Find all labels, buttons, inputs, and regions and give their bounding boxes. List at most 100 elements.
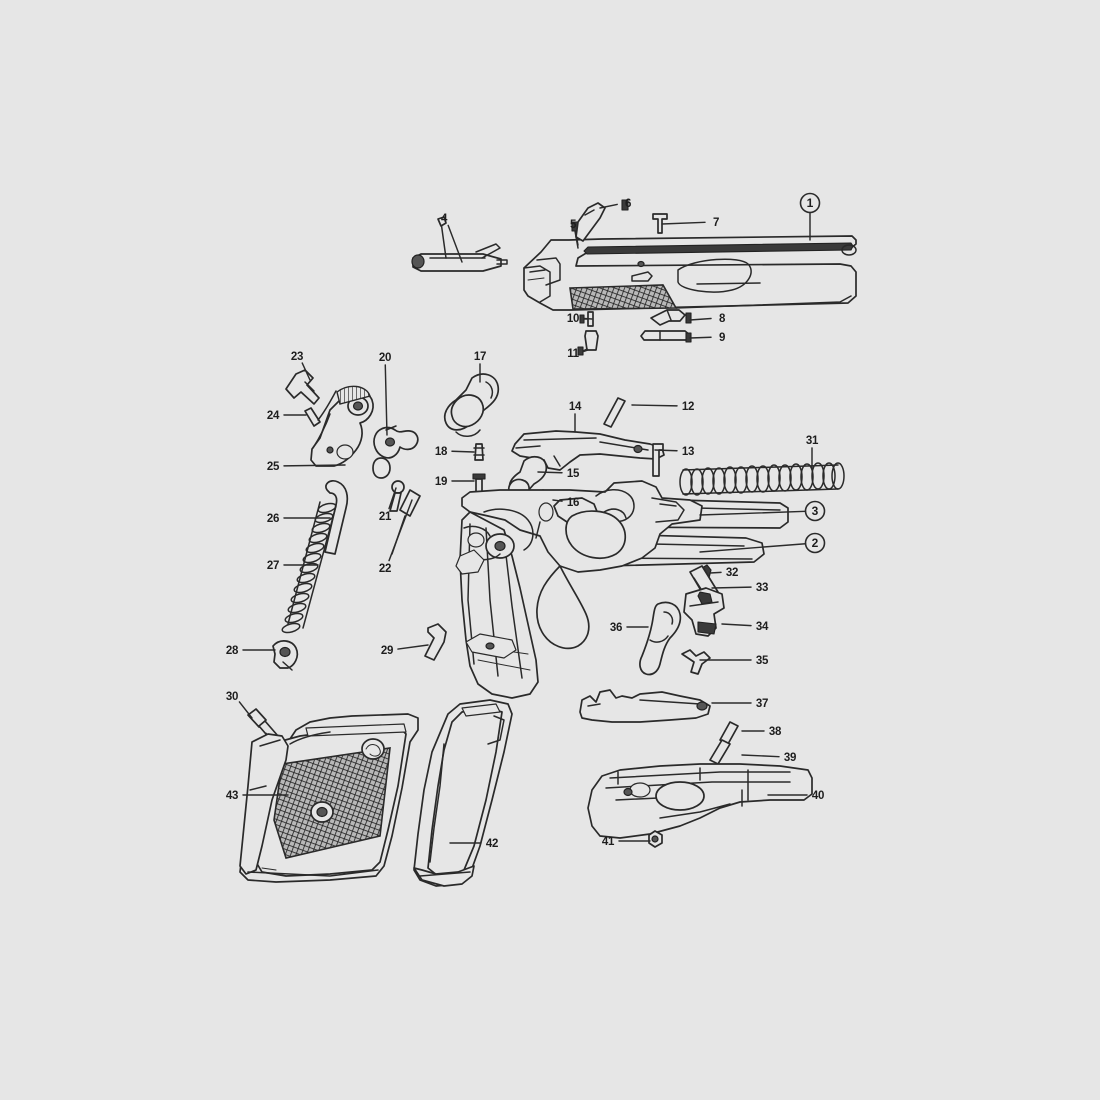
leader-line-3 bbox=[699, 510, 807, 516]
part-37-ejector bbox=[579, 689, 711, 723]
callout-label-36: 36 bbox=[610, 622, 622, 634]
callout-label-14: 14 bbox=[569, 401, 582, 413]
part-40-frame bbox=[587, 763, 813, 839]
callout-label-38: 38 bbox=[769, 726, 782, 738]
callout-label-10: 10 bbox=[567, 313, 579, 325]
part-29-magazine-catch bbox=[424, 623, 447, 661]
part-27-mainspring bbox=[281, 501, 337, 634]
callout-label-4: 4 bbox=[441, 213, 448, 225]
part-28-mainspring-cap bbox=[272, 640, 299, 671]
part-7-front-sight bbox=[652, 213, 668, 234]
part-6-rear-sight bbox=[575, 199, 629, 242]
callout-label-2: 2 bbox=[812, 536, 819, 550]
callout-label-33: 33 bbox=[756, 582, 768, 594]
part-19-detent-pin bbox=[472, 473, 486, 494]
part-34-magazine-catch-body bbox=[683, 587, 725, 637]
leader-line-34 bbox=[721, 623, 752, 627]
leader-line-2 bbox=[699, 543, 807, 553]
callout-label-29: 29 bbox=[381, 645, 393, 657]
callout-label-31: 31 bbox=[806, 435, 819, 447]
leader-line-20 bbox=[384, 364, 388, 436]
part-group-slide bbox=[411, 199, 857, 356]
leader-line-25 bbox=[283, 464, 346, 467]
callout-label-24: 24 bbox=[267, 410, 280, 422]
leader-line-5 bbox=[574, 231, 579, 246]
callout-label-21: 21 bbox=[379, 511, 392, 523]
part-group-receiver bbox=[455, 480, 725, 699]
callout-label-42: 42 bbox=[486, 838, 498, 850]
callout-label-15: 15 bbox=[567, 468, 580, 480]
part-12-sear-pin bbox=[603, 397, 626, 428]
leader-line-18 bbox=[451, 450, 475, 453]
leader-line-12 bbox=[631, 404, 678, 407]
callout-label-22: 22 bbox=[379, 563, 391, 575]
leader-line-23 bbox=[301, 362, 311, 381]
leader-line-32 bbox=[709, 571, 722, 574]
part-20-slide-stop bbox=[372, 425, 419, 479]
leader-line-4 bbox=[447, 224, 463, 263]
callout-label-11: 11 bbox=[567, 348, 579, 360]
leader-line-13 bbox=[654, 449, 678, 452]
callout-label-16: 16 bbox=[567, 497, 579, 509]
callout-circle-2 bbox=[804, 532, 826, 554]
callout-label-6: 6 bbox=[625, 198, 631, 210]
part-group-frame bbox=[579, 689, 813, 848]
part-17-grip-safety bbox=[443, 373, 500, 437]
callout-label-7: 7 bbox=[713, 217, 719, 229]
callout-circle-3 bbox=[804, 500, 826, 522]
callout-label-1: 1 bbox=[807, 196, 814, 210]
leader-line-16 bbox=[552, 499, 563, 502]
callout-label-18: 18 bbox=[435, 446, 448, 458]
callout-label-32: 32 bbox=[726, 567, 738, 579]
leader-line-29 bbox=[397, 644, 429, 650]
leader-line-30 bbox=[238, 701, 253, 719]
callout-label-17: 17 bbox=[474, 351, 486, 363]
part-group-grip bbox=[239, 623, 513, 887]
callout-label-27: 27 bbox=[267, 560, 279, 572]
callout-label-5: 5 bbox=[570, 219, 577, 231]
callout-label-34: 34 bbox=[756, 621, 769, 633]
leader-line-39 bbox=[741, 754, 780, 758]
leader-line-33 bbox=[711, 586, 752, 589]
part-24-sear-spring bbox=[304, 407, 321, 427]
leader-line-6 bbox=[599, 203, 618, 209]
leader-line-7 bbox=[661, 221, 706, 225]
callout-label-13: 13 bbox=[682, 446, 694, 458]
callout-label-12: 12 bbox=[682, 401, 694, 413]
part-13-disconnector bbox=[652, 443, 664, 477]
callout-label-30: 30 bbox=[226, 691, 238, 703]
part-8-firing-pin-stop bbox=[650, 309, 692, 326]
part-25-hammer bbox=[310, 385, 374, 467]
callout-label-20: 20 bbox=[379, 352, 391, 364]
leader-line-11 bbox=[583, 349, 589, 353]
leader-line-22 bbox=[388, 499, 413, 562]
callout-label-39: 39 bbox=[784, 752, 796, 764]
leader-line-9 bbox=[689, 336, 712, 339]
callout-label-23: 23 bbox=[291, 351, 303, 363]
callout-label-41: 41 bbox=[602, 836, 615, 848]
callout-label-3: 3 bbox=[812, 504, 819, 518]
callout-label-37: 37 bbox=[756, 698, 768, 710]
part-11-plunger bbox=[577, 330, 599, 356]
part-35-sear-spring-clip bbox=[681, 649, 711, 675]
callout-label-25: 25 bbox=[267, 461, 280, 473]
callout-label-28: 28 bbox=[226, 645, 239, 657]
part-41-grip-screw-bushing bbox=[648, 830, 663, 848]
part-4-firing-pin bbox=[411, 216, 508, 272]
part-1-slide bbox=[523, 235, 857, 311]
part-9-extractor-pin bbox=[640, 330, 692, 343]
part-26-hammer-strut bbox=[324, 480, 349, 555]
part-42-magazine bbox=[413, 699, 513, 887]
leader-line-15 bbox=[537, 471, 563, 474]
leader-line-10 bbox=[583, 317, 593, 320]
callout-label-8: 8 bbox=[719, 313, 726, 325]
part-39-trigger-pin bbox=[709, 739, 731, 765]
callout-label-43: 43 bbox=[226, 790, 238, 802]
callout-label-19: 19 bbox=[435, 476, 447, 488]
callout-label-9: 9 bbox=[719, 332, 725, 344]
receiver-body bbox=[455, 480, 703, 699]
part-18-plunger-spring bbox=[473, 443, 485, 461]
